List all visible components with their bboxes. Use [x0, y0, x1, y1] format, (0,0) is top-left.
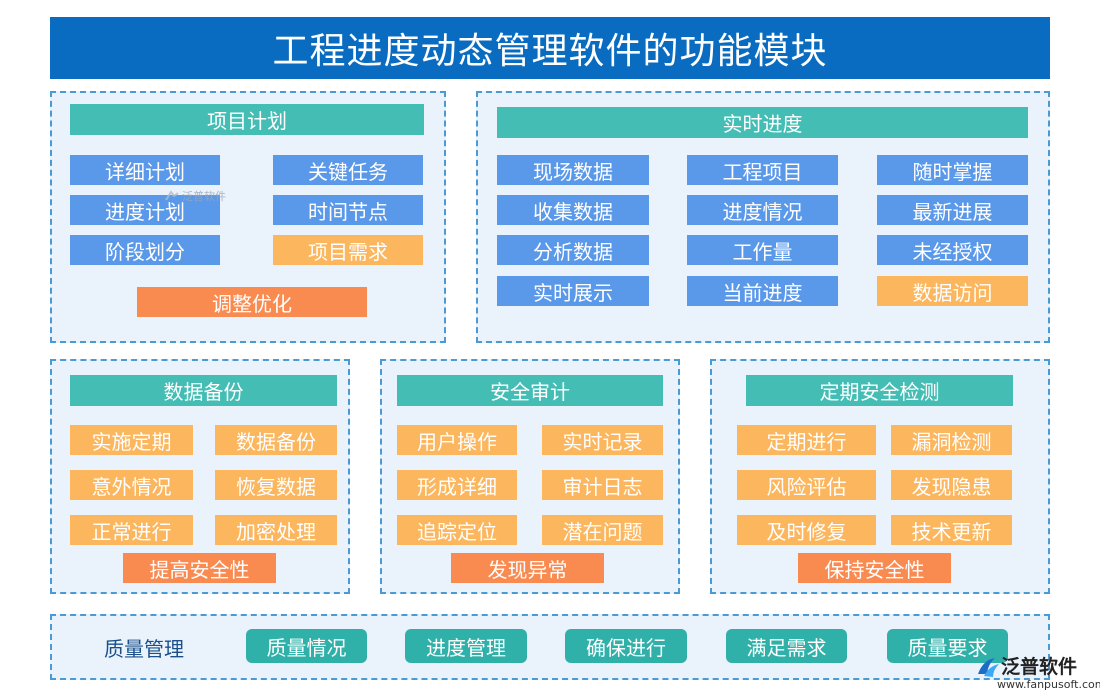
item-form-detailed: 形成详细 [397, 470, 517, 500]
item-phase-division: 阶段划分 [70, 235, 220, 265]
item-tech-update: 技术更新 [891, 515, 1012, 545]
item-potential-issue: 潜在问题 [542, 515, 663, 545]
item-latest-progress: 最新进展 [877, 195, 1028, 225]
item-progress-management: 进度管理 [405, 629, 527, 663]
item-workload: 工作量 [687, 235, 838, 265]
item-normal-operation: 正常进行 [70, 515, 193, 545]
logo-url: www.fanpusoft.com [997, 678, 1100, 691]
item-meet-demand: 满足需求 [726, 629, 847, 663]
result-improve-security: 提高安全性 [123, 553, 276, 583]
item-project-requirement: 项目需求 [273, 235, 423, 265]
result-maintain-security: 保持安全性 [798, 553, 951, 583]
page-title: 工程进度动态管理软件的功能模块 [50, 17, 1050, 79]
item-detailed-plan: 详细计划 [70, 155, 220, 185]
item-site-data: 现场数据 [497, 155, 649, 185]
item-audit-log: 审计日志 [542, 470, 663, 500]
watermark: 泛普软件 [165, 188, 226, 204]
item-engineering-project: 工程项目 [687, 155, 838, 185]
watermark-logo-icon [165, 190, 179, 201]
item-data-backup: 数据备份 [215, 425, 337, 455]
item-unauthorized: 未经授权 [877, 235, 1028, 265]
item-current-progress: 当前进度 [687, 276, 838, 306]
item-encryption: 加密处理 [215, 515, 337, 545]
item-key-task: 关键任务 [273, 155, 423, 185]
panel-title-project-plan: 项目计划 [70, 104, 424, 135]
item-unexpected-situation: 意外情况 [70, 470, 193, 500]
panel-title-realtime: 实时进度 [497, 107, 1028, 138]
item-collect-data: 收集数据 [497, 195, 649, 225]
item-time-node: 时间节点 [273, 195, 423, 225]
item-ensure-progress: 确保进行 [565, 629, 687, 663]
panel-title-inspection: 定期安全检测 [746, 375, 1013, 406]
brand-logo: 泛普软件 www.fanpusoft.com [975, 652, 1100, 696]
panel-title-backup: 数据备份 [70, 375, 337, 406]
item-vulnerability-scan: 漏洞检测 [891, 425, 1012, 455]
item-risk-assessment: 风险评估 [737, 470, 876, 500]
item-regular-implementation: 实施定期 [70, 425, 193, 455]
item-quality-status: 质量情况 [246, 629, 367, 663]
quality-label: 质量管理 [104, 636, 184, 661]
item-track-locate: 追踪定位 [397, 515, 517, 545]
watermark-text: 泛普软件 [182, 190, 226, 203]
item-progress-status: 进度情况 [687, 195, 838, 225]
item-realtime-display: 实时展示 [497, 276, 649, 306]
item-progress-plan: 进度计划 [70, 195, 220, 225]
item-restore-data: 恢复数据 [215, 470, 337, 500]
item-regular-conduct: 定期进行 [737, 425, 876, 455]
logo-name: 泛普软件 [1001, 656, 1078, 678]
result-adjust-optimize: 调整优化 [137, 287, 367, 317]
item-anytime-grasp: 随时掌握 [877, 155, 1028, 185]
panel-quality-management [50, 614, 1050, 680]
panel-title-audit: 安全审计 [397, 375, 663, 406]
item-user-operation: 用户操作 [397, 425, 517, 455]
result-find-anomaly: 发现异常 [451, 553, 604, 583]
item-find-hazard: 发现隐患 [891, 470, 1012, 500]
item-data-access: 数据访问 [877, 276, 1028, 306]
item-analyze-data: 分析数据 [497, 235, 649, 265]
item-quality-requirement: 质量要求 [887, 629, 1008, 663]
item-realtime-record: 实时记录 [542, 425, 663, 455]
item-timely-repair: 及时修复 [737, 515, 876, 545]
fanpu-logo-icon [978, 658, 999, 677]
